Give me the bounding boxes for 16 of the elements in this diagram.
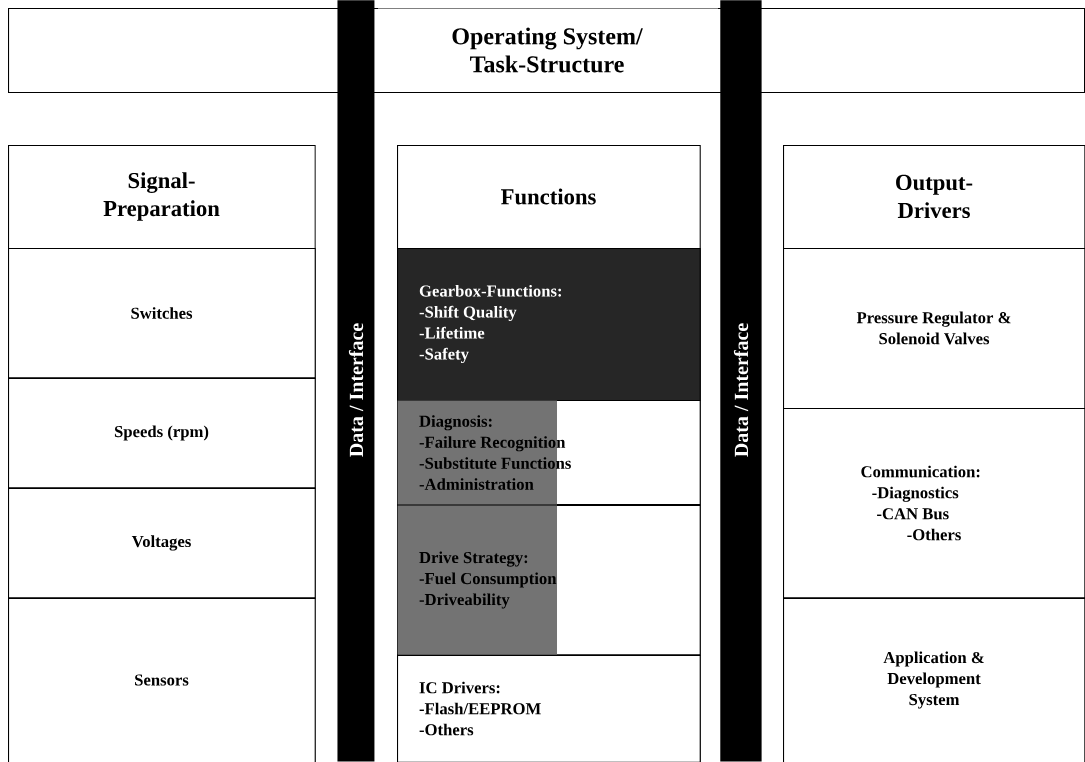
interface-bar: Data / Interface bbox=[720, 0, 762, 762]
cell-box: Switches bbox=[8, 248, 316, 379]
cell-box: Application & Development System bbox=[783, 598, 1085, 762]
cell-box: Voltages bbox=[8, 488, 316, 599]
cell-box: Pressure Regulator & Solenoid Valves bbox=[783, 248, 1085, 410]
node-label: Communication: -Diagnostics -CAN Bus -Others bbox=[861, 465, 980, 541]
shaded-box: Gearbox-Functions: -Shift Quality -Lifetime -Safety bbox=[397, 248, 701, 402]
interface-bar: Data / Interface bbox=[337, 0, 375, 762]
header-band: Operating System/ Task-Structure bbox=[8, 8, 1085, 94]
cell-box: Drive Strategy: -Fuel Consumption -Driveability bbox=[397, 505, 701, 656]
cell-box: Communication: -Diagnostics -CAN Bus -Others bbox=[783, 408, 1085, 599]
node-label: Sensors bbox=[135, 674, 189, 686]
cell-box: IC Drivers: -Flash/EEPROM -Others bbox=[397, 655, 701, 762]
cell-box: Sensors bbox=[8, 598, 316, 762]
node-label: Application & Development System bbox=[883, 651, 984, 709]
cell-box: Speeds (rpm) bbox=[8, 378, 316, 489]
